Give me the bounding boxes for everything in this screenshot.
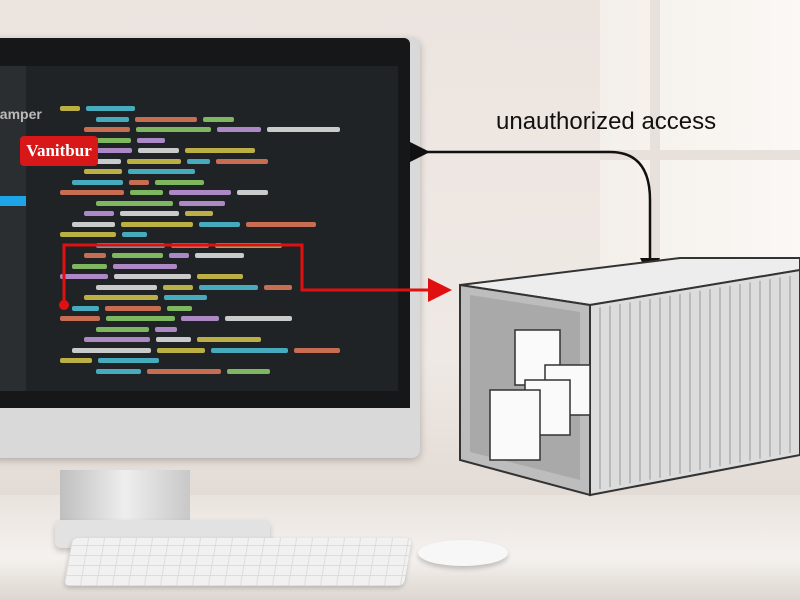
code-token: [72, 305, 99, 311]
code-token: [72, 221, 115, 227]
monitor: ʌamper Vanitbur: [0, 38, 420, 458]
code-token: [96, 116, 129, 122]
code-token: [155, 179, 204, 185]
black-curved-arrow: [410, 142, 660, 278]
code-token: [197, 274, 243, 279]
code-token: [164, 295, 207, 300]
code-token: [264, 284, 292, 290]
code-token: [225, 316, 292, 321]
code-token: [60, 358, 92, 363]
code-token: [136, 127, 211, 132]
code-token: [86, 106, 135, 111]
code-token: [84, 169, 122, 174]
code-token: [84, 253, 106, 258]
code-token: [135, 116, 197, 122]
code-token: [84, 337, 150, 342]
unauthorized-access-label: unauthorized access: [496, 108, 717, 135]
code-token: [156, 337, 191, 342]
code-token: [197, 337, 261, 342]
code-token: [237, 190, 268, 195]
code-token: [211, 347, 288, 353]
code-token: [84, 211, 114, 216]
code-token: [246, 221, 316, 227]
code-token: [112, 253, 163, 258]
code-token: [106, 316, 175, 321]
vulnerability-badge: Vanitbur: [20, 136, 98, 166]
code-token: [227, 368, 270, 374]
code-token: [105, 305, 161, 311]
code-token: [60, 232, 116, 237]
code-token: [199, 284, 258, 290]
code-token: [185, 211, 213, 216]
code-token: [121, 221, 193, 227]
code-token: [216, 158, 268, 164]
documents-icon: [489, 329, 591, 461]
code-token: [187, 158, 210, 164]
code-token: [185, 148, 255, 153]
code-token: [113, 263, 177, 269]
code-token: [72, 263, 107, 269]
code-token: [122, 232, 147, 237]
mouse: [418, 540, 508, 566]
code-token: [199, 221, 240, 227]
shipping-container-icon: [459, 257, 800, 497]
code-token: [167, 305, 192, 311]
code-token: [155, 326, 177, 332]
code-token: [181, 316, 219, 321]
code-token: [169, 253, 189, 258]
code-token: [114, 274, 191, 279]
code-token: [96, 200, 173, 206]
code-token: [130, 190, 163, 195]
code-token: [96, 368, 141, 374]
code-token: [128, 169, 195, 174]
code-token: [72, 137, 131, 143]
code-token: [267, 127, 340, 132]
code-token: [60, 190, 124, 195]
code-token: [137, 137, 165, 143]
code-token: [127, 158, 181, 164]
code-token: [60, 316, 100, 321]
code-token: [203, 116, 234, 122]
red-arrow-origin: [59, 300, 69, 310]
code-token: [294, 347, 340, 353]
code-token: [179, 200, 225, 206]
code-token: [129, 179, 149, 185]
code-token: [72, 347, 151, 353]
code-token: [195, 253, 244, 258]
code-token: [157, 347, 205, 353]
code-token: [98, 358, 159, 363]
code-token: [60, 106, 80, 111]
code-token: [138, 148, 179, 153]
code-token: [84, 295, 158, 300]
code-token: [60, 274, 108, 279]
editor-sidebar: [0, 66, 26, 391]
code-token: [147, 368, 221, 374]
code-token: [72, 179, 123, 185]
red-arrow: [62, 243, 452, 305]
screen-title: ʌamper: [0, 106, 42, 122]
code-token: [96, 158, 121, 164]
code-token: [96, 284, 157, 290]
sidebar-selected-item: [0, 196, 26, 206]
code-token: [120, 211, 179, 216]
code-token: [163, 284, 193, 290]
code-token: [84, 127, 130, 132]
code-token: [96, 326, 149, 332]
code-token: [169, 190, 231, 195]
code-token: [217, 127, 261, 132]
